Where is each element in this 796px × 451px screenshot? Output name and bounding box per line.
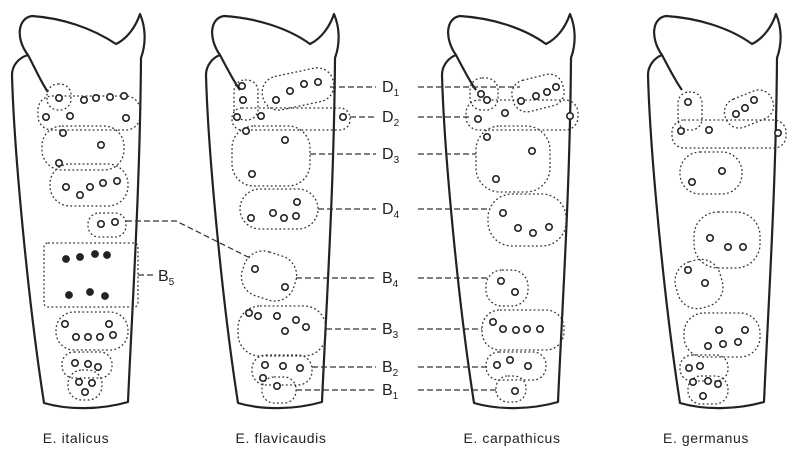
label-B1: B1 [382, 382, 399, 402]
tibia-inner-edge [220, 55, 240, 90]
label-D2: D2 [382, 109, 400, 129]
species-captions: E. italicus E. flavicaudis E. carpathicu… [43, 430, 749, 446]
group-B3 [684, 313, 760, 357]
label-B3: B3 [382, 321, 399, 341]
tibia-outline [648, 14, 781, 408]
leader-lines [296, 87, 376, 390]
tibia-outline [12, 14, 145, 408]
specimen-carpathicus [418, 14, 578, 408]
specimen-italicus [12, 14, 155, 408]
group-D1-left [678, 92, 702, 130]
specimen-flavicaudis [206, 14, 376, 408]
group-D3 [680, 152, 742, 194]
group-D3 [232, 126, 310, 186]
caption-species-4: E. germanus [663, 430, 749, 446]
caption-species-1: E. italicus [43, 430, 110, 446]
specimen-germanus [648, 14, 786, 408]
leader-B5-to-B4 [126, 221, 250, 258]
group-D4 [240, 189, 318, 229]
label-B5: B5 [158, 268, 175, 288]
group-B3 [482, 310, 564, 350]
label-D1: D1 [382, 79, 400, 99]
label-B2: B2 [382, 359, 399, 379]
label-B4: B4 [382, 270, 399, 290]
group-B4 [236, 246, 302, 306]
group-B1 [496, 376, 526, 402]
caption-species-3: E. carpathicus [463, 430, 560, 446]
group-D4 [694, 212, 760, 268]
group-B5 [44, 243, 138, 307]
group-labels: D1 D2 D3 D4 B5 B4 B3 B2 B1 [158, 79, 400, 402]
group-B4 [670, 255, 727, 314]
group-B3 [56, 312, 128, 350]
leader-lines [418, 87, 520, 390]
label-D4: D4 [382, 201, 400, 221]
group-D1 [720, 86, 778, 133]
group-D4 [488, 194, 566, 246]
label-D3: D3 [382, 146, 400, 166]
trichobothria-filled-B5 [63, 251, 111, 300]
group-D2 [38, 96, 140, 130]
group-B1 [262, 377, 296, 403]
group-D1 [259, 65, 336, 113]
group-B4 [486, 270, 528, 306]
tibia-inner-edge [662, 55, 682, 90]
tibia-outline [442, 14, 575, 408]
tibia-inner-edge [28, 55, 48, 92]
caption-species-2: E. flavicaudis [236, 430, 327, 446]
tibia-inner-edge [456, 55, 476, 90]
group-B5-small [88, 213, 126, 237]
